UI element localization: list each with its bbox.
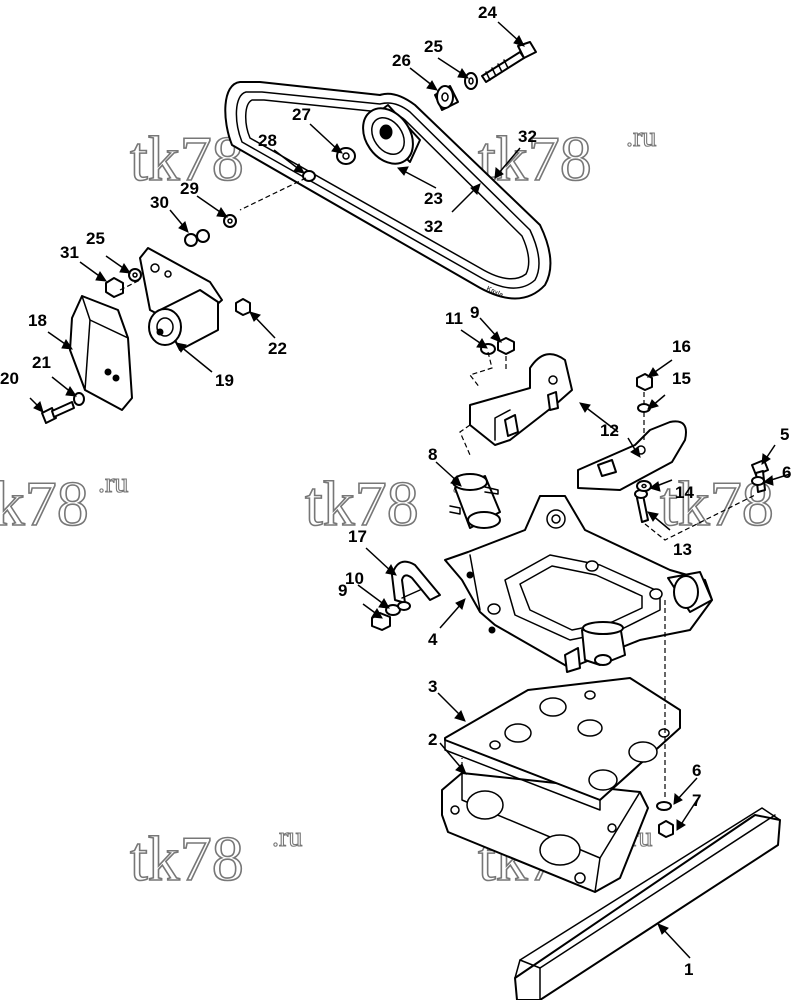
callout-26: 26 (392, 51, 411, 70)
part-13-bolt (634, 489, 649, 523)
part-12-bracket-upper (469, 353, 573, 446)
part-16-nut (636, 373, 653, 391)
part-17-u-clamp (391, 560, 441, 604)
part-28-washer (302, 170, 316, 182)
part-14-washer (636, 480, 652, 492)
callout-32-upper: 32 (518, 127, 537, 146)
part-6-washer-lower (656, 801, 672, 811)
part-26-spacer (434, 85, 459, 111)
callout-21: 21 (32, 353, 51, 372)
watermark-mid-center: tk78 (305, 468, 419, 539)
callout-18: 18 (28, 311, 47, 330)
part-10-washers (385, 601, 411, 616)
part-2-mounting-base (441, 772, 649, 893)
watermark-top-left: tk78 (130, 123, 244, 194)
leader-lines (29, 21, 791, 959)
callout-9-upper: 9 (470, 303, 479, 322)
callout-8: 8 (428, 445, 437, 464)
callout-17: 17 (348, 527, 367, 546)
part-30-washers (184, 229, 210, 247)
callout-32-lower: 32 (424, 217, 443, 236)
callout-12: 12 (600, 421, 619, 440)
callout-25-lower: 25 (86, 229, 105, 248)
part-20-bolt (41, 401, 75, 424)
part-6-washer-upper (751, 476, 765, 486)
callout-1: 1 (684, 960, 693, 979)
part-3-plate (444, 677, 681, 811)
callout-5: 5 (780, 425, 789, 444)
part-24-bolt (481, 41, 537, 83)
watermark-bottom-left: tk78 (130, 823, 244, 894)
part-1-frame-rail (514, 807, 781, 1000)
part-29-washer (223, 214, 237, 228)
callout-6-lower: 6 (692, 761, 701, 780)
part-19-electric-motor (148, 289, 219, 351)
callout-22: 22 (268, 339, 287, 358)
callout-30: 30 (150, 193, 169, 212)
part-25-washer-upper (464, 72, 478, 90)
watermark-bottom-left-suffix: .ru (272, 822, 302, 853)
part-4-motor-frame (444, 495, 713, 673)
part-23-idler-pulley (362, 104, 421, 165)
watermark-mid-left-suffix: .ru (98, 468, 128, 499)
part-25-washer-lower (128, 268, 142, 282)
callout-28: 28 (258, 131, 277, 150)
callout-10: 10 (345, 569, 364, 588)
callout-27: 27 (292, 105, 311, 124)
watermark-top-right: tk78 (478, 123, 592, 194)
part-31-nut (105, 277, 124, 298)
watermark-top-right-suffix: .ru (626, 122, 656, 153)
callout-20: 20 (0, 369, 19, 388)
callout-25-upper: 25 (424, 37, 443, 56)
callout-9-left: 9 (338, 581, 347, 600)
callout-2: 2 (428, 730, 437, 749)
callout-15: 15 (672, 369, 691, 388)
watermarks: tk78 .ru tk78 .ru tk78 .ru tk78 .ru tk78… (0, 121, 775, 894)
callout-14: 14 (675, 483, 694, 502)
callout-23: 23 (424, 189, 443, 208)
callout-6-upper: 6 (782, 463, 791, 482)
callout-24: 24 (478, 3, 497, 22)
part-5-bolt (751, 459, 769, 493)
callout-3: 3 (428, 677, 437, 696)
callout-labels: 1 2 3 4 5 6 6 7 8 9 9 10 11 12 13 14 15 … (0, 3, 791, 979)
callout-16: 16 (672, 337, 691, 356)
part-22-nut (235, 298, 251, 316)
callout-11: 11 (445, 309, 463, 328)
part-7-nut (658, 820, 674, 838)
callout-13: 13 (673, 540, 692, 559)
callout-29: 29 (180, 179, 199, 198)
callout-7: 7 (692, 791, 701, 810)
callout-4: 4 (428, 630, 438, 649)
part-9-nut-upper (497, 337, 515, 355)
callout-31: 31 (60, 243, 79, 262)
callout-19: 19 (215, 371, 234, 390)
watermark-mid-left: tk78 (0, 468, 89, 539)
